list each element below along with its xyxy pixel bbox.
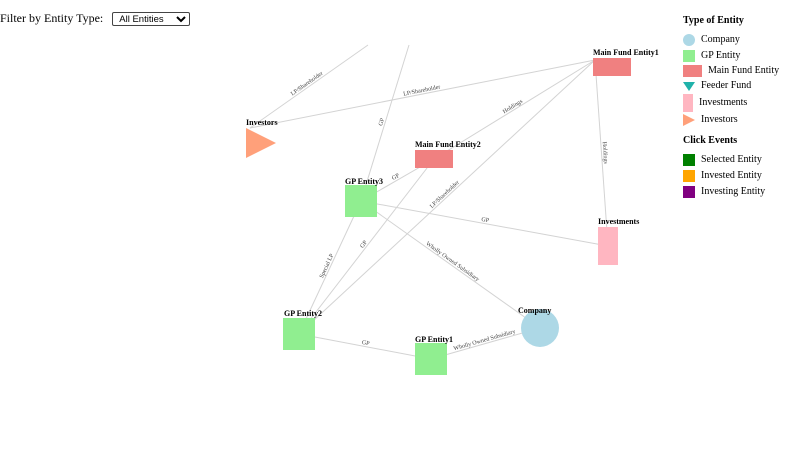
legend-type-investments: Investments xyxy=(683,93,779,112)
legend-event-label: Selected Entity xyxy=(701,154,762,165)
node-gp1[interactable]: GP Entity1 xyxy=(415,335,453,375)
legend-event-label: Invested Entity xyxy=(701,170,762,181)
edge-gp2-main2 xyxy=(298,158,435,335)
edge-label: Special LP xyxy=(319,253,336,280)
legend-type-label: Feeder Fund xyxy=(701,80,752,91)
node-company[interactable]: Company xyxy=(518,306,559,347)
legend-swatch-icon xyxy=(683,34,695,46)
edge-gp3-company xyxy=(360,200,541,329)
legend-event-investing-entity: Investing Entity xyxy=(683,184,779,200)
node-main2[interactable]: Main Fund Entity2 xyxy=(415,140,481,168)
edge-label: Wholly Owned Subsidiary xyxy=(424,241,480,283)
filter-bar: Filter by Entity Type: All Entities xyxy=(0,11,191,26)
filter-label: Filter by Entity Type: xyxy=(0,11,104,25)
legend-swatch-icon xyxy=(683,170,695,182)
edge-label: LP/Shareholder xyxy=(429,180,461,210)
edge-main2-main1 xyxy=(433,59,596,160)
node-label: Main Fund Entity2 xyxy=(415,140,481,149)
node-main1[interactable]: Main Fund Entity1 xyxy=(593,48,659,76)
edge-gp3-investments xyxy=(360,200,609,247)
edge-label: LP/Shareholder xyxy=(403,84,441,97)
legend-event-label: Investing Entity xyxy=(701,186,766,197)
legend-swatch-icon xyxy=(683,49,695,62)
node-shape[interactable] xyxy=(283,318,315,350)
legend-type-company: Company xyxy=(683,32,779,48)
legend-type-label: Main Fund Entity xyxy=(708,65,780,76)
entity-type-filter-select[interactable]: All Entities xyxy=(112,11,191,26)
node-label: Company xyxy=(518,306,551,315)
edge-investors-main1 xyxy=(249,59,596,129)
edge-gp2-gp3 xyxy=(298,200,362,335)
edge-label: GP xyxy=(378,117,386,127)
edge-label: Holdings xyxy=(502,98,524,115)
legend-swatch-icon xyxy=(683,93,693,112)
legend-events-title: Click Events xyxy=(683,135,738,146)
node-label: GP Entity1 xyxy=(415,335,453,344)
edge-label: GP xyxy=(359,239,369,249)
legend-type-investors: Investors xyxy=(683,112,779,127)
node-label: GP Entity2 xyxy=(284,309,322,318)
node-label: Investors xyxy=(246,118,278,127)
legend-event-selected-entity: Selected Entity xyxy=(683,152,779,168)
legend-type-gp-entity: GP Entity xyxy=(683,48,779,63)
node-shape[interactable] xyxy=(415,150,453,168)
legend-type-feeder-fund: Feeder Fund xyxy=(683,79,779,93)
node-investments[interactable]: Investments xyxy=(598,217,639,265)
legend-type-label: Company xyxy=(701,34,740,45)
edge-label: Holdings xyxy=(601,142,609,165)
node-gp3[interactable]: GP Entity3 xyxy=(345,177,383,217)
node-label: GP Entity3 xyxy=(345,177,383,186)
edge-investors-offscreen1 xyxy=(249,44,369,129)
edge-gp2-gp1 xyxy=(298,333,432,360)
legend-type-main-fund-entity: Main Fund Entity xyxy=(683,63,779,79)
edge-main1-investments xyxy=(594,59,609,247)
node-label: Main Fund Entity1 xyxy=(593,48,659,57)
node-gp2[interactable]: GP Entity2 xyxy=(283,309,322,350)
node-shape[interactable] xyxy=(345,185,377,217)
edge-gp3-offscreen2 xyxy=(360,44,410,202)
node-shape[interactable] xyxy=(521,309,559,347)
legend-swatch-icon xyxy=(683,81,695,91)
node-shape[interactable] xyxy=(598,227,618,265)
legend-swatch-icon xyxy=(683,65,702,77)
edge-label: GP xyxy=(361,340,370,347)
legend-swatch-icon xyxy=(683,186,695,198)
edge-label: LP/Shareholder xyxy=(290,71,324,98)
legend-type-title: Type of Entity xyxy=(683,15,744,26)
legend-swatch-icon xyxy=(683,154,695,166)
legend-swatch-icon xyxy=(683,113,695,126)
node-shape[interactable] xyxy=(593,58,631,76)
node-investors[interactable]: Investors xyxy=(246,118,278,158)
legend-type-label: GP Entity xyxy=(701,49,741,61)
edge-label: Wholly Owned Subsidiary xyxy=(453,329,516,352)
legend-event-invested-entity: Invested Entity xyxy=(683,168,779,184)
edge-label: GP xyxy=(391,173,401,182)
legend-type-label: Investments xyxy=(699,96,748,108)
legend-type-label: Investors xyxy=(701,113,738,125)
node-label: Investments xyxy=(598,217,639,226)
edge-gp2-main1 xyxy=(298,59,596,335)
node-shape[interactable] xyxy=(246,128,276,158)
edge-label: GP xyxy=(481,217,490,224)
node-shape[interactable] xyxy=(415,343,447,375)
